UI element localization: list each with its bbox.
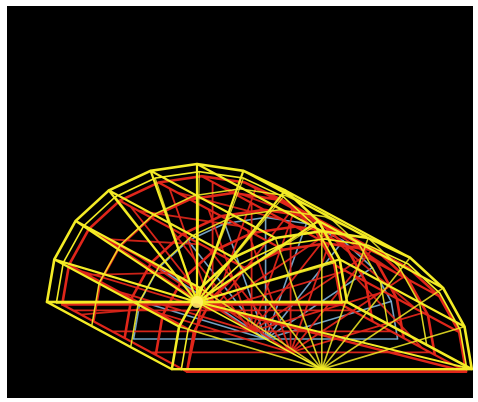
inner-rib (340, 303, 468, 373)
front-spoke-inner (196, 177, 245, 303)
outer-rib (74, 219, 202, 290)
outer-rib (242, 169, 370, 240)
inner-brace (106, 238, 202, 246)
outer-rib (195, 162, 323, 233)
outer-rib (338, 258, 466, 328)
inner-rib (61, 303, 189, 373)
back-face-spoke (320, 325, 466, 371)
inner-spoke (289, 229, 335, 354)
inner-brace (80, 307, 152, 316)
back-face-spoke (320, 237, 370, 371)
front-spoke-inner (62, 262, 198, 303)
front-spoke-inner (154, 177, 198, 303)
outer-rib (53, 258, 181, 328)
base-diagonal (196, 301, 473, 371)
front-spoke-inner (114, 196, 198, 303)
front-spoke-inner (196, 262, 336, 303)
back-spoke (139, 300, 267, 340)
inner-brace (332, 238, 417, 310)
front-spoke-inner (196, 225, 316, 303)
inner-rib (67, 263, 195, 334)
base-side (45, 300, 173, 371)
base-center (196, 301, 323, 371)
inner-spoke (250, 290, 386, 333)
front-spoke-inner (83, 225, 198, 303)
outer-rib (149, 169, 277, 240)
back-face-spoke (320, 287, 445, 371)
front-spoke-inner (196, 171, 200, 303)
render-viewport (7, 6, 473, 398)
outer-rib (284, 189, 412, 259)
inner-spoke (211, 234, 327, 312)
back-face-spoke (178, 325, 323, 371)
inner-spoke (250, 255, 366, 333)
inner-spoke (246, 229, 292, 354)
base-side (345, 300, 473, 371)
floor-diagonal (186, 303, 203, 373)
front-spoke-inner (196, 196, 284, 303)
wireframe-scene (45, 162, 473, 374)
back-face-spoke (232, 256, 323, 371)
inner-spoke (156, 311, 292, 354)
inner-spoke (207, 247, 292, 354)
hub-node (191, 296, 203, 308)
back-face-spoke (274, 237, 323, 371)
inner-spoke (250, 226, 335, 333)
inner-spoke (207, 208, 253, 333)
outer-rib (317, 219, 445, 290)
floor-diagonal (200, 303, 468, 373)
outer-arc-mid (130, 209, 428, 347)
